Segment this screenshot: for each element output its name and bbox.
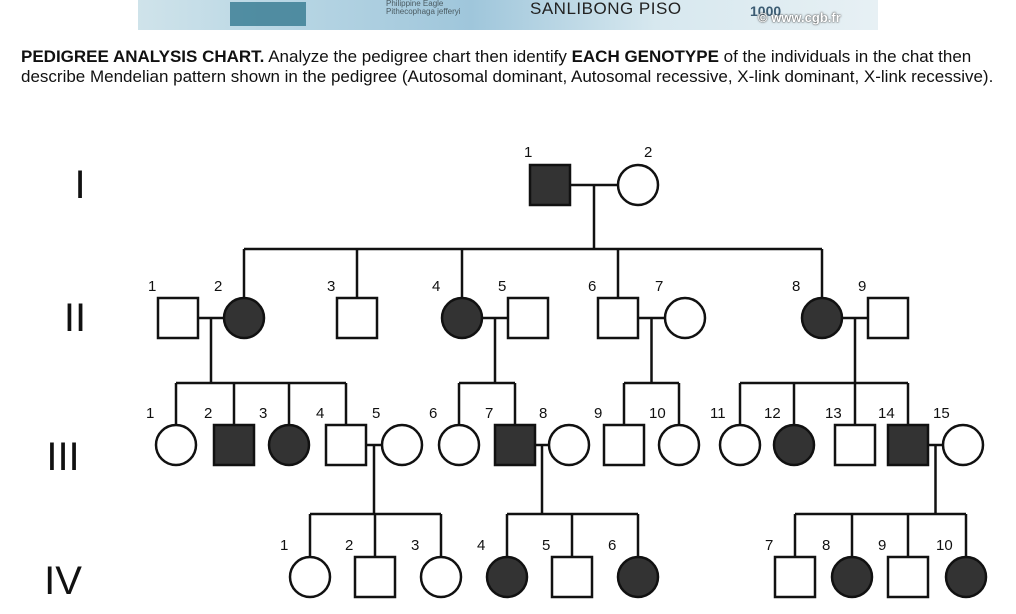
affected-female-iv-6 [616,555,660,599]
individual-number: 9 [594,405,602,422]
individual-number: 2 [644,144,652,161]
individual-number: 3 [259,405,267,422]
affected-female-ii-2 [222,296,266,340]
header-banner-image: Philippine Eagle Pithecophaga jefferyi S… [138,0,878,30]
individual-number: 13 [825,405,842,422]
banner-pattern [230,2,306,26]
individual-number: 1 [148,278,156,295]
individual-number: 8 [822,537,830,554]
unaffected-male-ii-9 [866,296,910,340]
individual-number: 2 [214,278,222,295]
affected-female-iii-3 [267,423,311,467]
affected-female-iv-4 [485,555,529,599]
individual-number: 12 [764,405,781,422]
affected-female-iii-12 [772,423,816,467]
affected-male-iii-7 [493,423,537,467]
watermark: © www.cgb.fr [758,10,841,25]
unaffected-male-ii-1 [156,296,200,340]
individual-number: 8 [792,278,800,295]
unaffected-female-iv-1 [288,555,332,599]
individual-number: 1 [280,537,288,554]
individual-number: 4 [477,537,485,554]
individual-number: 6 [588,278,596,295]
affected-female-iv-8 [830,555,874,599]
unaffected-male-ii-3 [335,296,379,340]
affected-female-ii-4 [440,296,484,340]
generation-label-iv: IV [44,559,82,603]
individual-number: 3 [411,537,419,554]
generation-label-ii: II [64,296,86,340]
unaffected-female-ii-7 [663,296,707,340]
individual-number: 7 [765,537,773,554]
individual-number: 15 [933,405,950,422]
individual-number: 10 [649,405,666,422]
individual-number: 5 [542,537,550,554]
individual-number: 1 [146,405,154,422]
individual-number: 7 [655,278,663,295]
unaffected-male-ii-6 [596,296,640,340]
individual-number: 4 [432,278,440,295]
affected-female-iv-10 [944,555,988,599]
generation-label-iii: III [46,435,79,479]
banner-year: 1000 [750,3,782,19]
individual-number: 10 [936,537,953,554]
unaffected-male-iii-9 [602,423,646,467]
generation-label-i: I [74,163,85,207]
unaffected-male-iii-13 [833,423,877,467]
unaffected-male-iii-4 [324,423,368,467]
individual-number: 1 [524,144,532,161]
unaffected-female-iv-3 [419,555,463,599]
individual-number: 7 [485,405,493,422]
banner-caption-line-1: Philippine Eagle [386,0,444,8]
unaffected-female-iii-5 [380,423,424,467]
affected-male-iii-14 [886,423,930,467]
instructions-text-1: Analyze the pedigree chart then identify [264,47,572,66]
instructions-title: PEDIGREE ANALYSIS CHART. [21,47,265,66]
individual-number: 5 [498,278,506,295]
banner-caption-line-2: Pithecophaga jefferyi [386,7,461,16]
unaffected-female-iii-1 [154,423,198,467]
unaffected-female-iii-15 [941,423,985,467]
individual-number: 9 [878,537,886,554]
instructions-paragraph: PEDIGREE ANALYSIS CHART. Analyze the ped… [21,47,1001,87]
individual-number: 3 [327,278,335,295]
unaffected-male-iv-5 [550,555,594,599]
banner-place-text: SANLIBONG PISO [530,0,682,18]
affected-male-i-1 [528,163,572,207]
individual-number: 9 [858,278,866,295]
individual-number: 5 [372,405,380,422]
unaffected-male-iv-7 [773,555,817,599]
individual-number: 8 [539,405,547,422]
unaffected-female-iii-10 [657,423,701,467]
banner-caption: Philippine Eagle Pithecophaga jefferyi [386,0,461,16]
instructions-text-2: of the individuals in the chat then desc… [21,47,994,86]
individual-number: 4 [316,405,324,422]
individual-number: 6 [429,405,437,422]
individual-number: 14 [878,405,895,422]
unaffected-female-iii-8 [547,423,591,467]
instructions-emphasis: EACH GENOTYPE [571,47,719,66]
affected-male-iii-2 [212,423,256,467]
unaffected-female-iii-11 [718,423,762,467]
unaffected-male-ii-5 [506,296,550,340]
unaffected-female-i-2 [616,163,660,207]
individual-number: 11 [710,405,726,422]
unaffected-male-iv-9 [886,555,930,599]
individual-number: 2 [204,405,212,422]
affected-female-ii-8 [800,296,844,340]
individual-number: 2 [345,537,353,554]
unaffected-female-iii-6 [437,423,481,467]
unaffected-male-iv-2 [353,555,397,599]
individual-number: 6 [608,537,616,554]
